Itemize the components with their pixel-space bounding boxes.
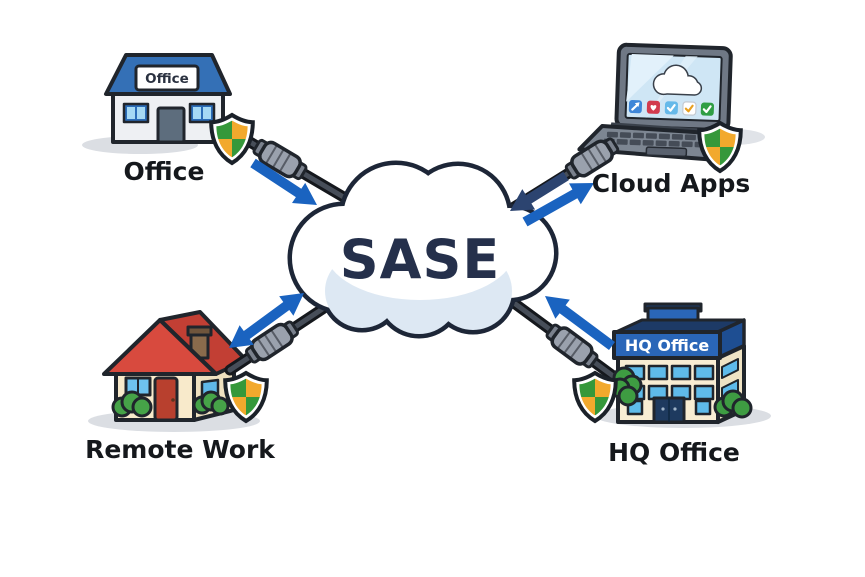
cloud-apps-label: Cloud Apps: [592, 169, 751, 198]
office-shield-icon: [211, 115, 253, 163]
hq-building-icon: HQ Office: [609, 302, 753, 424]
remote-work-arrow: [229, 293, 304, 348]
sase-label: SASE: [340, 228, 500, 291]
sase-cloud: SASE: [287, 160, 559, 339]
office-cable: [244, 134, 358, 208]
office-arrow: [250, 158, 317, 205]
remote-work-cable: [224, 296, 339, 376]
house-icon: [102, 310, 248, 422]
trackpad: [645, 146, 688, 158]
screen-cloud-icon: [652, 64, 703, 96]
hq-banner-label: HQ Office: [625, 336, 709, 355]
cloud-apps-arrow-in: [510, 171, 569, 211]
bush-icon: [192, 390, 230, 416]
app-icons: [628, 100, 715, 116]
hq-office-label: HQ Office: [608, 438, 740, 467]
cloud-apps-arrow-out: [522, 183, 594, 227]
remote-work-label: Remote Work: [85, 435, 276, 464]
office-building-icon: Office: [104, 53, 232, 144]
cloud-apps-shield-icon: [699, 123, 741, 171]
office-sign-label: Office: [145, 71, 189, 87]
hq-office-cable: [504, 294, 634, 393]
office-label: Office: [124, 157, 205, 186]
bush-icon: [111, 390, 153, 418]
bush-icon: [713, 389, 753, 419]
hq-office-arrow: [545, 296, 615, 350]
